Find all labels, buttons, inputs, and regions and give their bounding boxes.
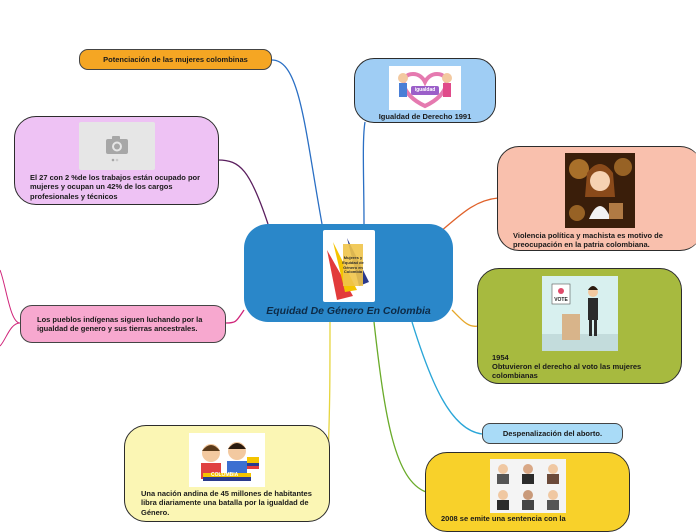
- node-potenciacion-label: Potenciación de las mujeres colombinas: [103, 54, 248, 64]
- link-igualdad: [362, 121, 366, 225]
- voto-image: VOTE: [542, 276, 618, 351]
- colombia-banner-text: COLOMBIA: [211, 472, 239, 478]
- node-igualdad[interactable]: igualdad Igualdad de Derecho 1991: [354, 58, 496, 123]
- node-voto-text: Obtuvieron el derecho al voto las mujere…: [492, 362, 642, 381]
- link-indigenas: [225, 309, 245, 324]
- node-aborto[interactable]: Despenalización del aborto.: [482, 423, 623, 444]
- sentencia-image: [490, 459, 566, 513]
- link-indigenas-left: [0, 269, 21, 347]
- link-potenciacion: [271, 59, 323, 225]
- node-sentencia-text: 2008 se emite una sentencia con la: [441, 514, 566, 523]
- node-igualdad-text: Igualdad de Derecho 1991: [378, 112, 472, 121]
- node-trabajos[interactable]: El 27 con 2 %de los trabajos están ocupa…: [14, 116, 219, 205]
- image-placeholder: [79, 122, 155, 170]
- node-potenciacion[interactable]: Potenciación de las mujeres colombinas: [79, 49, 272, 70]
- node-sentencia[interactable]: 2008 se emite una sentencia con la: [425, 452, 630, 532]
- link-violencia: [439, 197, 499, 233]
- node-nacion-text: Una nación andina de 45 millones de habi…: [141, 489, 312, 517]
- connector-lines: [0, 59, 499, 493]
- node-aborto-label: Despenalización del aborto.: [502, 428, 603, 438]
- central-topic-title: Equidad De Género En Colombia: [266, 305, 431, 317]
- link-voto: [451, 309, 479, 327]
- colombia-children-image: COLOMBIA: [189, 433, 265, 487]
- link-aborto: [411, 321, 483, 435]
- node-violencia[interactable]: Violencia política y machista es motivo …: [497, 146, 696, 251]
- node-voto-year: 1954: [492, 353, 509, 362]
- node-indigenas[interactable]: Los pueblos indígenas siguen luchando po…: [20, 305, 226, 343]
- igualdad-image: igualdad: [389, 66, 461, 110]
- camera-icon: [106, 136, 128, 162]
- central-logo-text: Mujeres y Equidad de Género en Colombia: [342, 255, 364, 275]
- igualdad-sign-text: igualdad: [414, 87, 436, 93]
- node-nacion[interactable]: COLOMBIA Una nación andina de 45 millone…: [124, 425, 330, 522]
- node-trabajos-text: El 27 con 2 %de los trabajos están ocupa…: [30, 173, 201, 201]
- node-voto[interactable]: VOTE 1954 Obtuvieron el derecho al voto …: [477, 268, 682, 384]
- vote-sign-text: VOTE: [554, 297, 568, 303]
- central-topic[interactable]: Mujeres y Equidad de Género en Colombia …: [244, 224, 453, 322]
- node-indigenas-label: Los pueblos indígenas siguen luchando po…: [37, 314, 203, 333]
- link-trabajos: [217, 159, 269, 225]
- central-logo-image: Mujeres y Equidad de Género en Colombia: [323, 230, 375, 302]
- node-violencia-text: Violencia política y machista es motivo …: [513, 231, 663, 250]
- link-sentencia: [373, 321, 427, 493]
- violencia-image: [565, 153, 635, 228]
